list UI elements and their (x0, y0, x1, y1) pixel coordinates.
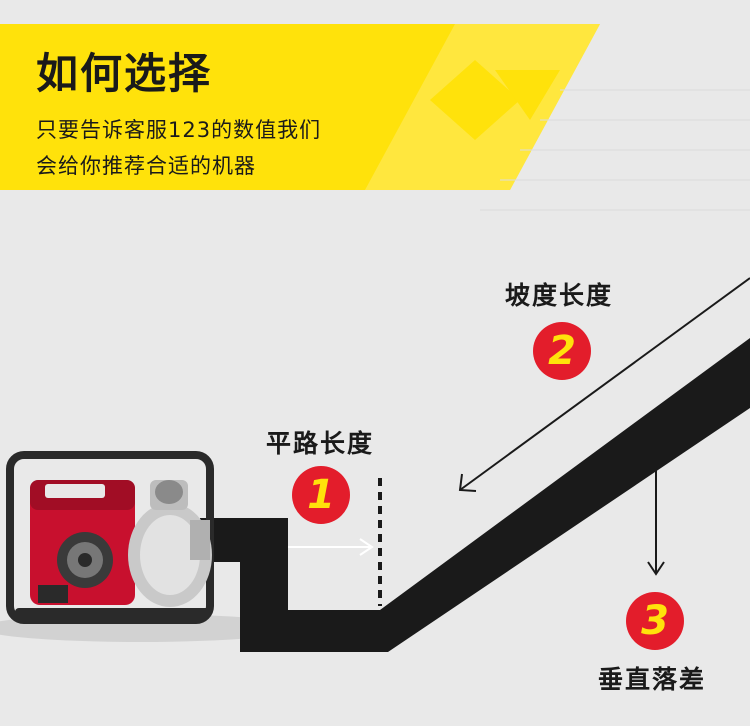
slope-length-label: 坡度长度 (505, 281, 614, 310)
water-pump-image (6, 451, 214, 624)
slope-length-arrow (458, 277, 750, 492)
banner-instruction-line-1: 只要告诉客服123的数值我们 (36, 118, 322, 142)
pipe-path (200, 338, 750, 652)
banner-instruction-line-2: 会给你推荐合适的机器 (36, 154, 256, 178)
flat-length-label: 平路长度 (266, 429, 375, 458)
page-title: 如何选择 (36, 49, 213, 98)
vertical-drop-label: 垂直落差 (598, 665, 707, 694)
step-2-badge: 2 (533, 322, 591, 380)
background-texture (480, 89, 750, 211)
header-banner (0, 24, 600, 190)
step-1-badge: 1 (292, 466, 350, 524)
step-3-badge: 3 (626, 592, 684, 650)
flat-length-arrow (288, 538, 374, 556)
vertical-drop-arrow (647, 462, 665, 576)
